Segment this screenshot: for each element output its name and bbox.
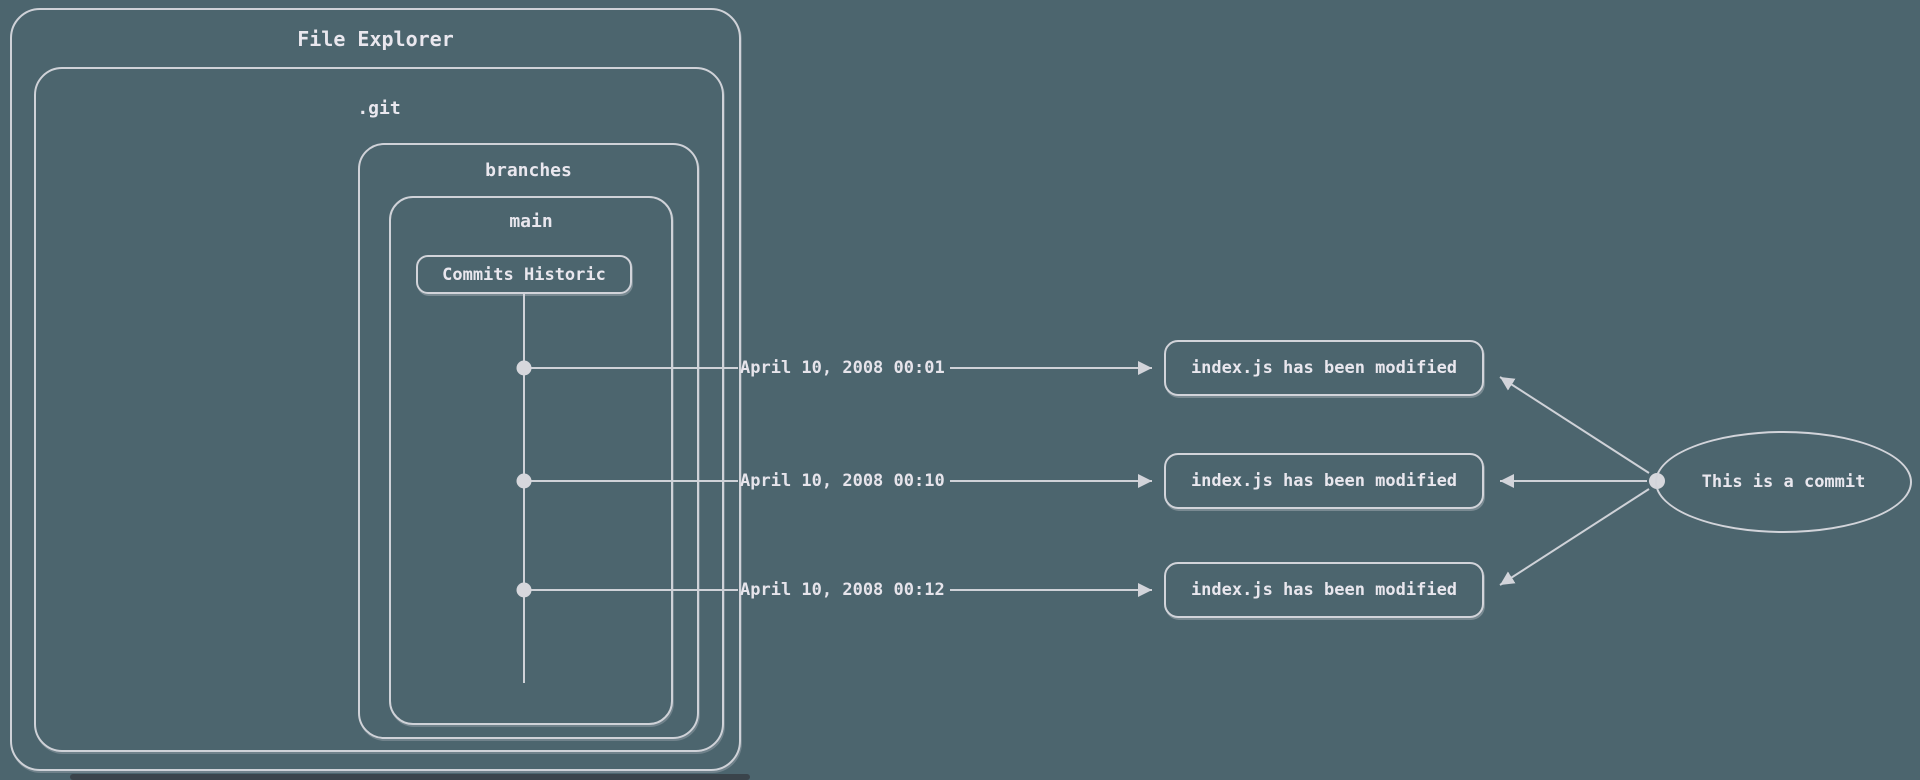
annotation-label: This is a commit bbox=[1701, 472, 1866, 492]
commit-dot-2 bbox=[516, 473, 532, 489]
file-explorer-box bbox=[10, 8, 741, 771]
git-folder-label: .git bbox=[357, 98, 401, 119]
commit-1-message-box: index.js has been modified bbox=[1164, 340, 1484, 396]
annotation-arrow-1 bbox=[1499, 376, 1650, 474]
commit-2-date: April 10, 2008 00:10 bbox=[740, 471, 945, 491]
commits-historic-label: Commits Historic bbox=[442, 264, 606, 285]
commit-3-date: April 10, 2008 00:12 bbox=[740, 580, 945, 600]
annotation-ellipse: This is a commit bbox=[1655, 431, 1912, 533]
commit-2-message: index.js has been modified bbox=[1190, 471, 1458, 491]
commit-dot-1 bbox=[516, 360, 532, 376]
commit-3-message: index.js has been modified bbox=[1190, 580, 1458, 600]
file-explorer-title: File Explorer bbox=[297, 27, 454, 51]
branches-folder-label: branches bbox=[485, 160, 572, 181]
branches-folder-box bbox=[358, 143, 699, 739]
commit-1-message: index.js has been modified bbox=[1190, 358, 1458, 378]
commits-historic-box: Commits Historic bbox=[416, 255, 632, 294]
commit-1-date: April 10, 2008 00:01 bbox=[740, 358, 945, 378]
git-folder-box bbox=[34, 67, 724, 752]
main-branch-label: main bbox=[509, 211, 553, 232]
main-branch-box bbox=[389, 196, 673, 725]
commit-2-message-box: index.js has been modified bbox=[1164, 453, 1484, 509]
commit-dot-3 bbox=[516, 582, 532, 598]
commit-3-message-box: index.js has been modified bbox=[1164, 562, 1484, 618]
window-bottom-shadow bbox=[70, 774, 750, 780]
annotation-arrow-3 bbox=[1499, 488, 1650, 586]
